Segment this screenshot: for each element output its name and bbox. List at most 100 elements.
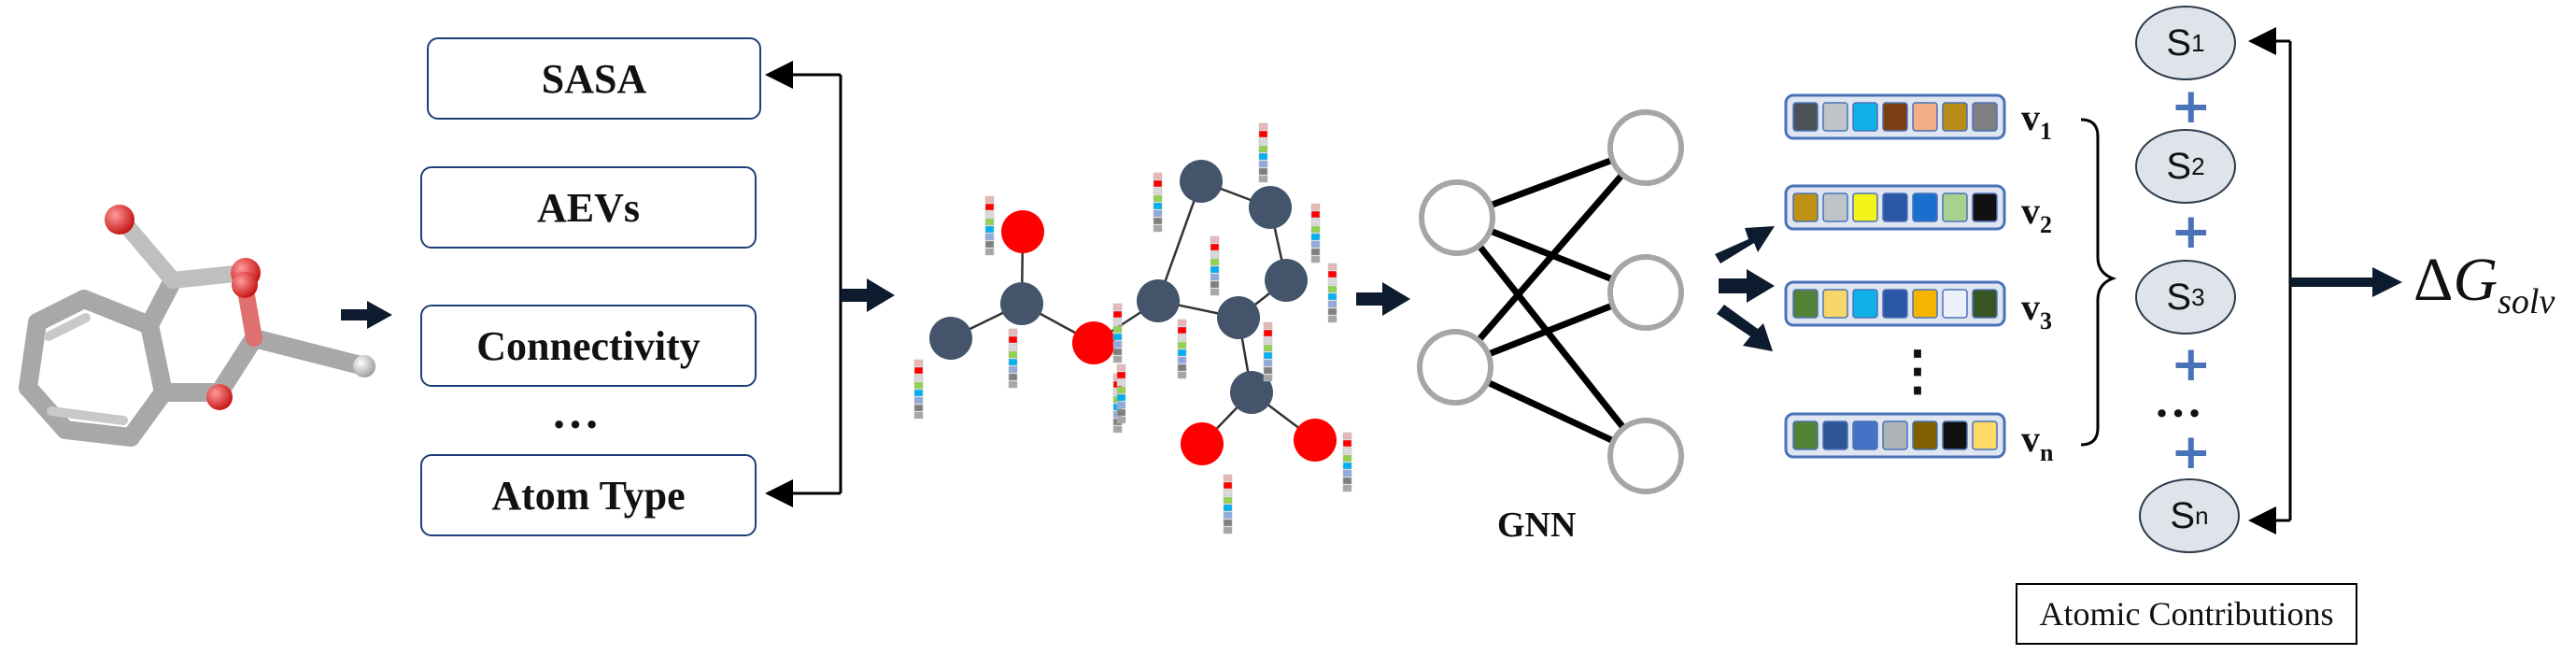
graph-node-carbon <box>1137 279 1180 322</box>
vector-cell <box>1972 102 1998 132</box>
atom-feature-bar-cell <box>1258 167 1268 176</box>
atom-feature-bar-cell <box>1258 160 1268 168</box>
vector-cell <box>1852 289 1878 319</box>
plus-sign-4: + <box>2171 424 2212 480</box>
atom-feature-bar-cell <box>1153 209 1163 218</box>
atomic-node-ellipsis: … <box>2154 375 2202 428</box>
atom-feature-bar-cell <box>1112 333 1123 341</box>
atom-feature-bar-cell <box>1008 343 1018 351</box>
vector-ellipsis: ⋮ <box>1890 340 1945 401</box>
atom-feature-bar-cell <box>1258 130 1268 138</box>
vectors-brace <box>2080 118 2117 447</box>
atom-feature-bar-cell <box>1310 248 1321 256</box>
atom-feature-bar-cell <box>1116 378 1126 387</box>
atom-feature-bar-cell <box>1112 348 1123 356</box>
vector-cell <box>1792 420 1819 450</box>
vector-label-3: v3 <box>2021 286 2052 335</box>
atom-feature-bar-cell <box>1008 335 1018 344</box>
atom-feature-bar-cell <box>1263 366 1273 375</box>
feature-bracket <box>765 61 842 507</box>
atom-feature-bar-cell <box>1263 321 1273 330</box>
atomic-contributions-label: Atomic Contributions <box>2016 583 2357 645</box>
atom-feature-vectors <box>1784 93 2006 459</box>
atom-feature-bar-cell <box>1327 315 1338 323</box>
atom-feature-bar-cell <box>1327 270 1338 278</box>
vector-cell <box>1912 289 1938 319</box>
atom-feature-bar-cell <box>1177 326 1187 335</box>
atom-feature-bar-cell <box>1153 172 1163 180</box>
output-delta-g-solv: ΔGsolv <box>2413 246 2555 321</box>
atom-feature-bar-cell <box>1327 278 1338 286</box>
atom-feature-bar-cell <box>1223 474 1233 482</box>
atom-feature-bar-cell <box>1223 511 1233 520</box>
atom-feature-bar-cell <box>1342 447 1352 455</box>
gnn-edge <box>1454 215 1649 459</box>
atom-feature-bar-cell <box>1342 454 1352 463</box>
atom-feature-bar-cell <box>1153 202 1163 210</box>
atom-feature-bar-cell <box>984 233 995 241</box>
atom-feature-bar-cell <box>984 225 995 234</box>
atom-feature-bar-cell <box>913 404 924 412</box>
atom-feature-bar-cell <box>1210 235 1220 244</box>
atom-feature-bar-cell <box>1310 233 1321 241</box>
atom-feature-bar-cell <box>913 381 924 390</box>
atom-feature-bar-cell <box>1116 393 1126 402</box>
atom-feature-bar-cell <box>1112 310 1123 319</box>
vector-cell <box>1882 192 1908 222</box>
atom-feature-bar-cell <box>913 389 924 397</box>
vector-label-n: vn <box>2021 418 2054 466</box>
atom-feature-bar-cell <box>1327 307 1338 316</box>
atom-feature-bar-cell <box>1210 243 1220 251</box>
atom-feature-bar-cell <box>1263 336 1273 345</box>
arrow-molecule-to-features <box>341 301 392 329</box>
atom-feature-bar-cell <box>1310 210 1321 219</box>
graph-node-oxygen <box>1294 419 1337 462</box>
atom-feature-bar-cell <box>1263 359 1273 367</box>
atom-feature-bar-cell <box>1310 218 1321 226</box>
atom-feature-bar-cell <box>1223 519 1233 527</box>
atom-feature-bar-cell <box>1210 280 1220 289</box>
graph-node-oxygen <box>1072 321 1115 364</box>
graph-node-carbon <box>1265 259 1308 302</box>
atom-feature-bar-cell <box>1310 203 1321 211</box>
molecule-3d-model <box>19 205 375 447</box>
atom-feature-bar-cell <box>1223 526 1233 534</box>
atom-feature-bar-cell <box>1008 328 1018 336</box>
atom-feature-bar-cell <box>1327 300 1338 308</box>
vector-cell <box>1912 102 1938 132</box>
vector-cell <box>1882 289 1908 319</box>
atom-feature-bar-cell <box>1153 217 1163 225</box>
vector-cell <box>1792 289 1819 319</box>
atom-feature-bar-cell <box>1177 334 1187 342</box>
atom-feature-bar-cell <box>1342 484 1352 492</box>
atom-feature-bar-cell <box>1008 350 1018 359</box>
atom-feature-bar-cell <box>1263 344 1273 352</box>
atom-feature-bar-cell <box>1210 273 1220 281</box>
atom-feature-bar-cell <box>984 210 995 219</box>
vector-cell <box>1882 102 1908 132</box>
atom-feature-bar-cell <box>984 195 995 204</box>
atom-feature-bar-cell <box>913 374 924 382</box>
vector-cell <box>1912 420 1938 450</box>
atom-feature-bar-cell <box>1310 255 1321 263</box>
vector-cell <box>1792 192 1819 222</box>
atom-feature-bar-cell <box>1177 363 1187 372</box>
arrow-graph-to-gnn <box>1356 282 1410 316</box>
atom-feature-bar-cell <box>1008 365 1018 374</box>
atom-feature-bar-cell <box>1112 325 1123 334</box>
vector-cell <box>1942 420 1968 450</box>
atom-feature-bar-cell <box>1310 240 1321 249</box>
atom-feature-bar-cell <box>1112 303 1123 311</box>
atom-feature-bar-cell <box>984 203 995 211</box>
gnn-network <box>1417 109 1684 494</box>
atom-feature-bar-cell <box>1210 288 1220 296</box>
vector-cell <box>1912 192 1938 222</box>
atom-feature-bar-cell <box>1342 432 1352 440</box>
atom-feature-bar-cell <box>1177 319 1187 327</box>
atom-feature-bar-cell <box>1258 145 1268 153</box>
graph-node-carbon <box>1000 282 1043 325</box>
atom-feature-bar-cell <box>913 411 924 420</box>
